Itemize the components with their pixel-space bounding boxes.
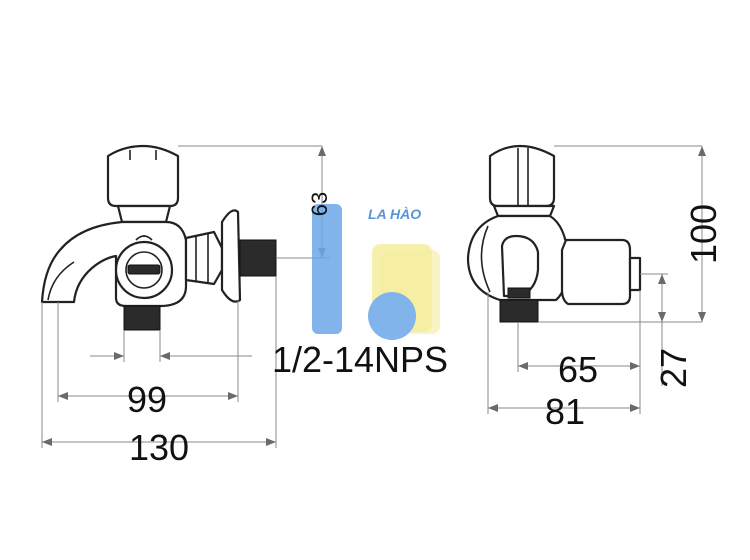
dimension-100: 100 xyxy=(683,204,724,264)
dimension-81: 81 xyxy=(545,391,585,432)
dimension-63: 63 xyxy=(307,192,332,216)
dimension-130: 130 xyxy=(129,427,189,468)
front-dimension-lines xyxy=(41,145,330,448)
side-dimension-lines xyxy=(487,145,706,414)
watermark-logo: LA HÀO xyxy=(312,204,440,340)
watermark-text: LA HÀO xyxy=(368,206,421,222)
side-lower-thread xyxy=(499,299,539,323)
dimension-99: 99 xyxy=(127,379,167,420)
dimension-65: 65 xyxy=(558,349,598,390)
dimension-27: 27 xyxy=(653,348,694,388)
front-lower-thread xyxy=(123,305,161,331)
side-lever xyxy=(560,238,632,306)
dimension-thread: 1/2-14NPS xyxy=(272,339,448,380)
side-view xyxy=(466,144,642,323)
front-flange xyxy=(220,209,242,303)
front-view xyxy=(40,144,277,331)
side-handle xyxy=(488,144,556,208)
front-handle xyxy=(106,144,180,208)
front-rear-thread xyxy=(239,239,277,277)
